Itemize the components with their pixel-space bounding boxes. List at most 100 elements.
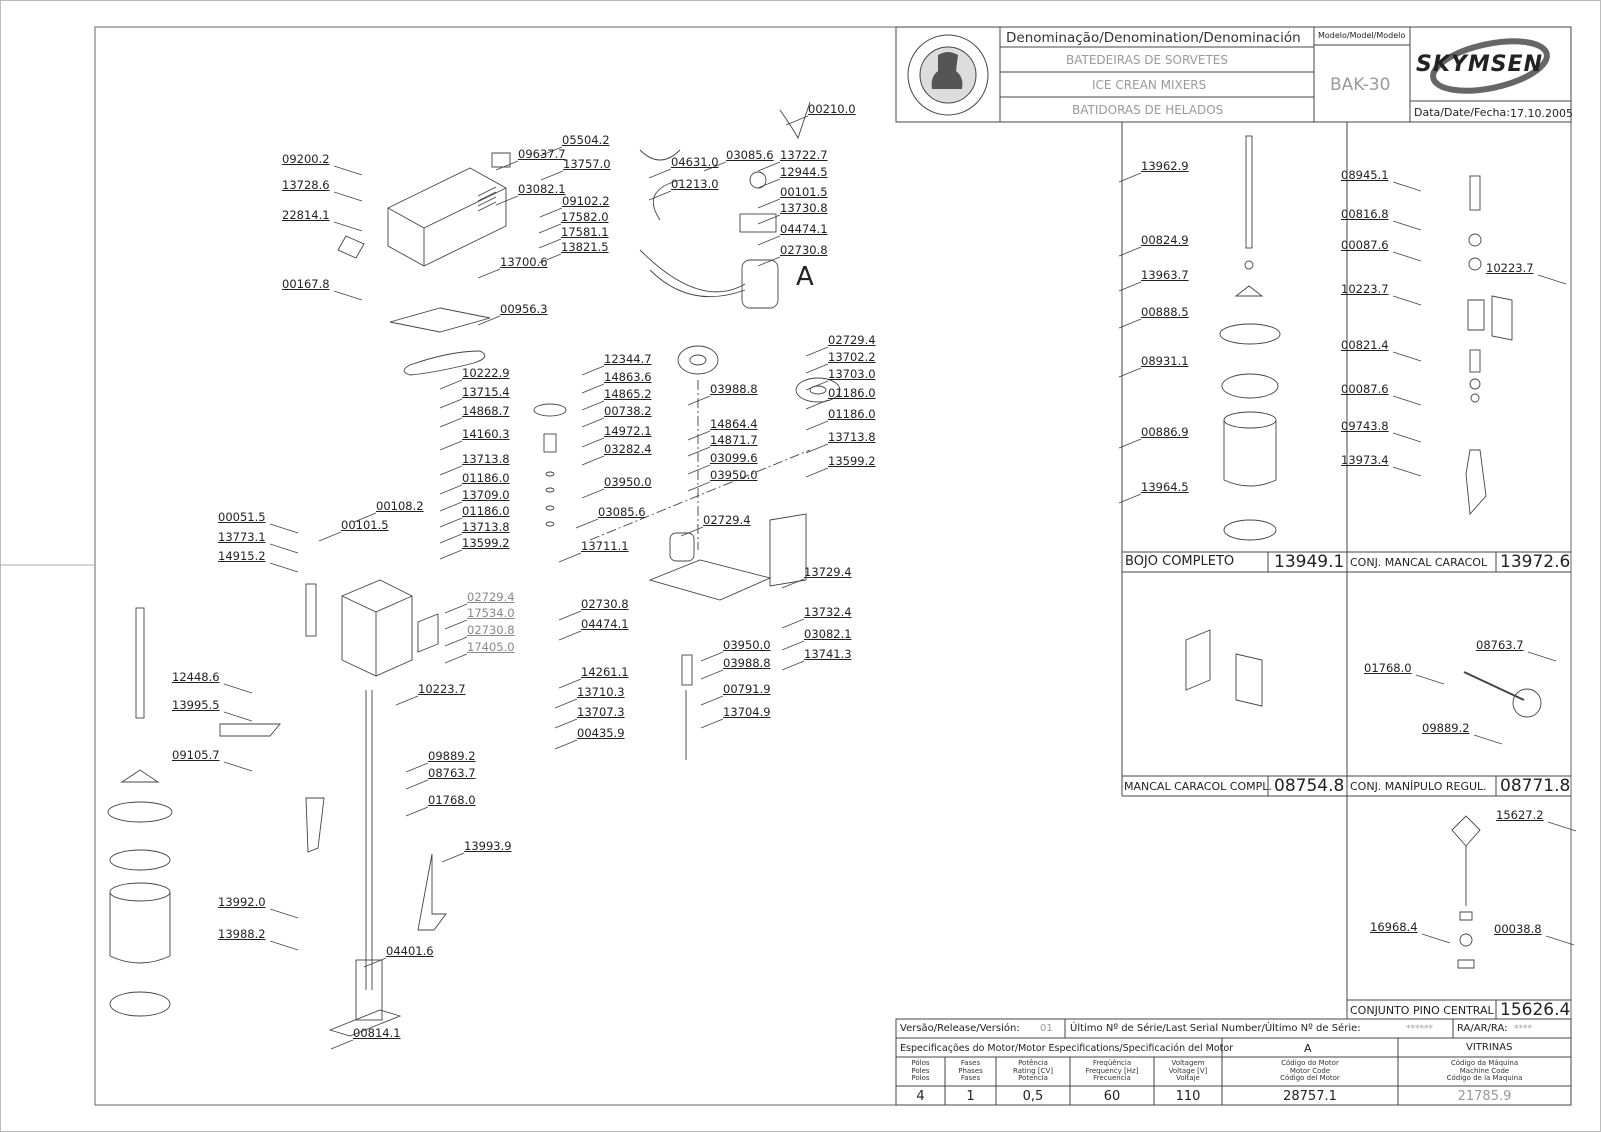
part-label-01768-0: 01768.0 (428, 793, 476, 807)
version-value: 01 (1040, 1023, 1053, 1034)
leader-line (444, 653, 468, 664)
leader-line (405, 779, 429, 790)
part-label-03282-4: 03282.4 (604, 442, 652, 456)
leader-line (558, 678, 582, 689)
leader-line (1392, 351, 1422, 362)
part-label-03099-6: 03099.6 (710, 451, 758, 465)
leader-line (269, 523, 299, 534)
part-label-13700-6: 13700.6 (500, 255, 548, 269)
leader-line (554, 698, 578, 709)
motor-spec-value: 60 (1103, 1089, 1121, 1104)
motor-spec-col-header-line: Pólos (911, 1059, 930, 1067)
part-label-13713-8: 13713.8 (462, 452, 510, 466)
part-label-00821-4: 00821.4 (1341, 338, 1389, 352)
leader-line (1118, 438, 1142, 449)
leader-lines (223, 115, 1577, 1050)
part-label-04474-1: 04474.1 (581, 617, 629, 631)
leader-line (648, 168, 672, 179)
leader-line (318, 531, 342, 542)
leader-line (785, 115, 809, 126)
part-label-09200-2: 09200.2 (282, 152, 330, 166)
part-label-00087-6: 00087.6 (1341, 382, 1389, 396)
part-label-00108-2: 00108.2 (376, 499, 424, 513)
leader-line (805, 346, 829, 357)
leader-line (687, 430, 711, 441)
part-label-12344-7: 12344.7 (604, 352, 652, 366)
leader-line (805, 443, 829, 454)
part-label-13741-3: 13741.3 (804, 647, 852, 661)
part-label-13963-7: 13963.7 (1141, 268, 1189, 282)
leader-line (757, 235, 781, 246)
kit-name-manipulo: CONJ. MANÍPULO REGUL. (1350, 780, 1487, 793)
product-name-es: BATIDORAS DE HELADOS (1072, 103, 1224, 117)
part-label-17581-1: 17581.1 (561, 225, 609, 239)
part-label-14868-7: 14868.7 (462, 404, 510, 418)
part-label-01768-0: 01768.0 (1364, 661, 1412, 675)
part-label-04474-1: 04474.1 (780, 222, 828, 236)
leader-line (581, 455, 605, 466)
part-label-09637-7: 09637.7 (518, 147, 566, 161)
leader-line (805, 380, 829, 391)
part-label-03988-8: 03988.8 (723, 656, 771, 670)
leader-line (781, 618, 805, 629)
motor-spec-col-header-line: Rating [CV] (1013, 1066, 1053, 1075)
motor-spec-col-header-line: Motor Code (1289, 1066, 1331, 1075)
motor-assembly-letter: A (796, 262, 814, 292)
part-label-10222-9: 10222.9 (462, 366, 510, 380)
leader-line (405, 806, 429, 817)
leader-line (700, 669, 724, 680)
part-label-13728-6: 13728.6 (282, 178, 330, 192)
leader-line (1118, 367, 1142, 378)
leader-line (1392, 432, 1422, 443)
motor-spec-col-header-line: Código del Motor (1280, 1074, 1340, 1082)
part-label-13973-4: 13973.4 (1341, 453, 1389, 467)
leader-line (1392, 181, 1422, 192)
product-name-pt: BATEDEIRAS DE SORVETES (1066, 53, 1228, 67)
part-label-13711-1: 13711.1 (581, 539, 629, 553)
part-label-08763-7: 08763.7 (1476, 638, 1524, 652)
part-label-13757-0: 13757.0 (563, 157, 611, 171)
part-label-17582-0: 17582.0 (561, 210, 609, 224)
part-label-09102-2: 09102.2 (562, 194, 610, 208)
leader-line (353, 512, 377, 523)
motor-spec-col-header-line: Polos (911, 1074, 930, 1082)
motor-spec-value: 28757.1 (1283, 1089, 1337, 1104)
kit-sketches (1185, 135, 1542, 969)
part-label-04401-6: 04401.6 (386, 944, 434, 958)
leader-line (805, 363, 829, 374)
kit-code-bojo: 13949.1 (1274, 552, 1345, 572)
part-label-16968-4: 16968.4 (1370, 920, 1418, 934)
part-label-13962-9: 13962.9 (1141, 159, 1189, 173)
part-label-09889-2: 09889.2 (1422, 721, 1470, 735)
part-label-00210-0: 00210.0 (808, 102, 856, 116)
leader-line (687, 481, 711, 492)
motor-spec-col-header-line: Frequency [Hz] (1085, 1066, 1139, 1075)
leader-line (439, 398, 463, 409)
leader-line (575, 518, 599, 529)
part-label-13702-2: 13702.2 (828, 350, 876, 364)
part-label-13599-2: 13599.2 (462, 536, 510, 550)
motor-spec-value: 1 (966, 1089, 975, 1104)
leader-line (581, 488, 605, 499)
leader-line (805, 420, 829, 431)
motor-spec-col-header-line: Voltagem (1171, 1059, 1205, 1067)
leader-line (269, 908, 299, 919)
motor-spec-col-header-line: Código do Motor (1281, 1059, 1339, 1067)
leader-line (805, 399, 829, 410)
part-label-00886-9: 00886.9 (1141, 425, 1189, 439)
serial-label: Último Nº de Série/Last Serial Number/Úl… (1070, 1023, 1361, 1034)
part-label-03085-6: 03085.6 (726, 148, 774, 162)
part-label-13729-4: 13729.4 (804, 565, 852, 579)
part-label-13995-5: 13995.5 (172, 698, 220, 712)
part-label-08931-1: 08931.1 (1141, 354, 1189, 368)
denomination-header: Denominação/Denomination/Denominación (1006, 30, 1301, 46)
leader-line (581, 365, 605, 376)
leader-line (439, 379, 463, 390)
leader-line (581, 417, 605, 428)
leader-line (405, 762, 429, 773)
leader-line (1392, 295, 1422, 306)
part-label-00814-1: 00814.1 (353, 1026, 401, 1040)
leader-line (333, 165, 363, 176)
part-label-12944-5: 12944.5 (780, 165, 828, 179)
